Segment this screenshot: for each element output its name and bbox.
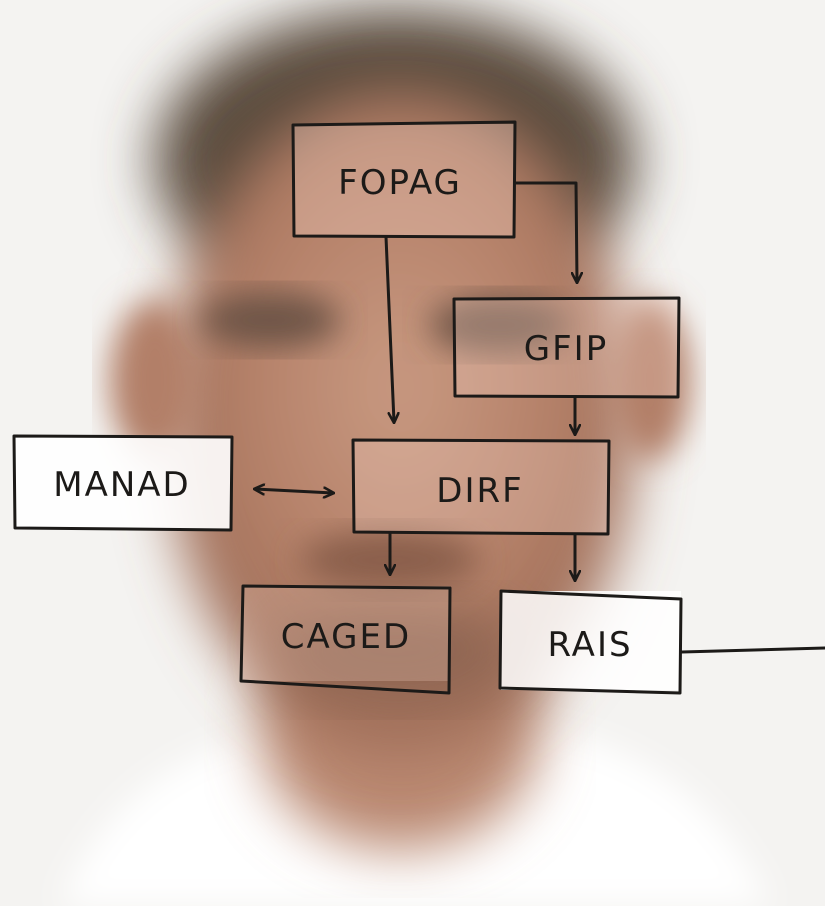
edge-fopag-gfip [513,181,577,282]
node-fopag-label: FOPAG [338,163,462,203]
node-gfip-label: GFIP [524,329,608,369]
node-caged-label: CAGED [281,617,411,657]
node-manad: MANAD [12,434,234,532]
node-dirf-label: DIRF [436,471,523,511]
edge-rais-exit [680,646,825,654]
connectors [255,181,825,654]
node-rais: RAIS [498,589,683,695]
node-rais-label: RAIS [547,625,632,665]
node-manad-label: MANAD [53,465,190,505]
edge-fopag-dirf [384,235,394,422]
node-gfip: GFIP [452,296,681,399]
node-fopag: FOPAG [291,120,517,239]
node-caged: CAGED [239,584,452,695]
node-dirf: DIRF [351,438,611,536]
edge-manad-dirf [255,489,333,493]
